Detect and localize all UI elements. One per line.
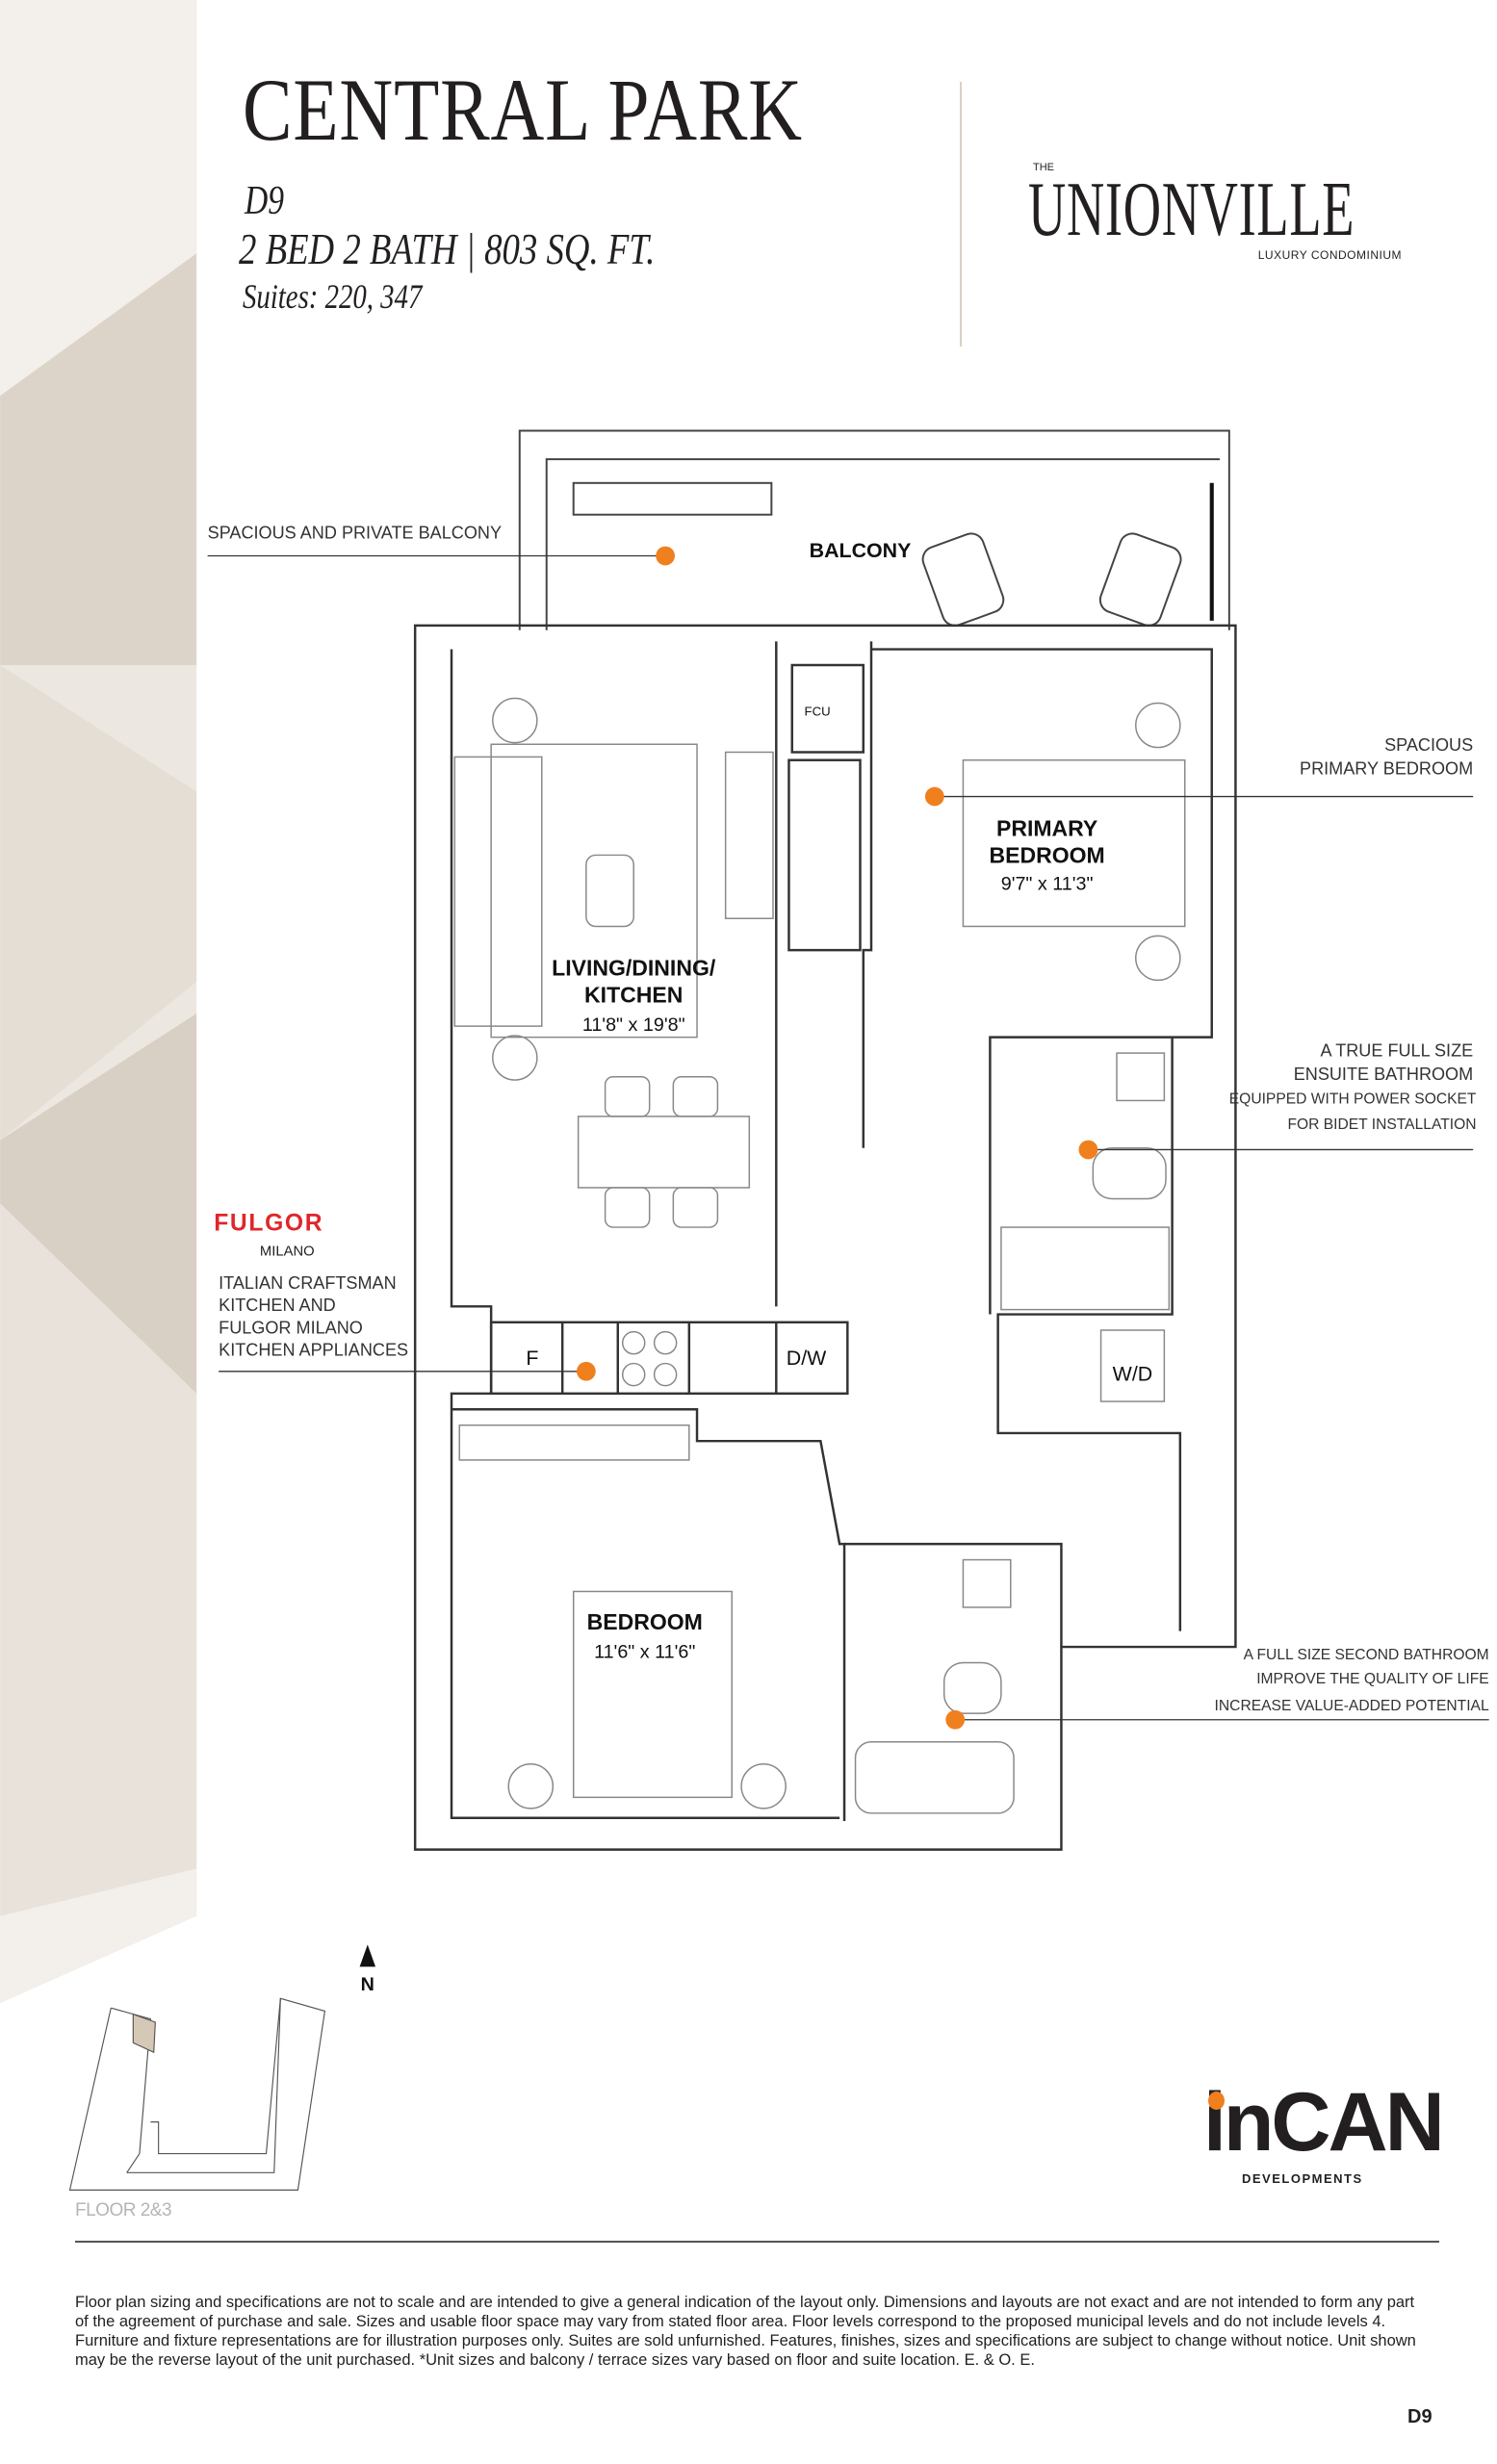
brand-logo-tagline: LUXURY CONDOMINIUM — [1257, 248, 1402, 262]
page-title: CENTRAL PARK — [243, 61, 803, 159]
second-bath-marker — [945, 1709, 966, 1730]
kitchen-annotation: KITCHEN APPLIANCES — [219, 1340, 408, 1359]
living-label: LIVING/DINING/ — [552, 955, 716, 980]
unit-walls — [413, 624, 1237, 1851]
fridge-label: F — [526, 1347, 538, 1370]
footer-divider — [75, 2241, 1439, 2243]
north-arrow: N — [359, 1944, 376, 1995]
decorative-band — [0, 0, 197, 2004]
kitchen-annotation: ITALIAN CRAFTSMAN — [219, 1273, 396, 1293]
annotation-leaders — [207, 554, 1489, 1721]
page-id: D9 — [1407, 2406, 1432, 2427]
north-label: N — [361, 1974, 374, 1995]
unit-specs: 2 BED 2 BATH | 803 SQ. FT. — [239, 224, 656, 273]
furniture — [453, 697, 1186, 1814]
kitchen-annotation: FULGOR MILANO — [219, 1318, 363, 1337]
living-label: KITCHEN — [584, 982, 683, 1007]
key-plan — [68, 1997, 326, 2191]
balcony-annotation: SPACIOUS AND PRIVATE BALCONY — [208, 523, 502, 542]
developer-logo-sub: DEVELOPMENTS — [1242, 2171, 1363, 2186]
bedroom-size: 11'6" x 11'6" — [594, 1642, 695, 1663]
ensuite-annotation: A TRUE FULL SIZE — [1320, 1040, 1473, 1060]
key-plan-label: FLOOR 2&3 — [75, 2200, 172, 2220]
north-arrow-icon — [359, 1944, 376, 1967]
brand-logo-prefix: THE — [1033, 162, 1054, 173]
brand-logo: UNIONVILLE — [1028, 167, 1355, 252]
ensuite-annotation: FOR BIDET INSTALLATION — [1287, 1116, 1476, 1133]
developer-logo-dot-icon — [1208, 2092, 1225, 2110]
disclaimer: Floor plan sizing and specifications are… — [75, 2294, 1416, 2369]
balcony-marker — [656, 546, 675, 566]
kitchen-annotation: KITCHEN AND — [219, 1296, 336, 1315]
dishwasher-label: D/W — [787, 1347, 827, 1370]
ensuite-annotation: EQUIPPED WITH POWER SOCKET — [1229, 1091, 1477, 1108]
primary-bedroom-annotation: SPACIOUS — [1384, 735, 1473, 755]
kitchen-marker — [576, 1361, 596, 1381]
primary-bedroom-label: BEDROOM — [990, 843, 1105, 868]
suite-numbers: Suites: 220, 347 — [243, 277, 423, 316]
washer-dryer-label: W/D — [1113, 1363, 1153, 1386]
fulgor-logo: FULGOR — [214, 1210, 323, 1236]
fulgor-logo-sub: MILANO — [260, 1245, 315, 1260]
bedroom-label: BEDROOM — [587, 1609, 703, 1634]
primary-bedroom-marker — [924, 786, 944, 807]
ensuite-marker — [1078, 1140, 1098, 1160]
primary-bedroom-size: 9'7" x 11'3" — [1001, 874, 1094, 895]
ensuite-annotation: ENSUITE BATHROOM — [1294, 1065, 1473, 1084]
fcu-label: FCU — [805, 705, 831, 719]
balcony — [518, 429, 1230, 630]
header-divider — [960, 82, 962, 346]
primary-bedroom-annotation: PRIMARY BEDROOM — [1300, 759, 1473, 779]
primary-bedroom-label: PRIMARY — [996, 816, 1097, 841]
developer-logo: inCAN — [1203, 2076, 1445, 2169]
unit-code: D9 — [245, 179, 285, 223]
second-bath-annotation: A FULL SIZE SECOND BATHROOM — [1244, 1647, 1489, 1663]
second-bath-annotation: INCREASE VALUE-ADDED POTENTIAL — [1215, 1698, 1489, 1714]
second-bath-annotation: IMPROVE THE QUALITY OF LIFE — [1256, 1671, 1488, 1687]
balcony-label: BALCONY — [810, 539, 912, 562]
living-size: 11'8" x 19'8" — [582, 1014, 685, 1036]
